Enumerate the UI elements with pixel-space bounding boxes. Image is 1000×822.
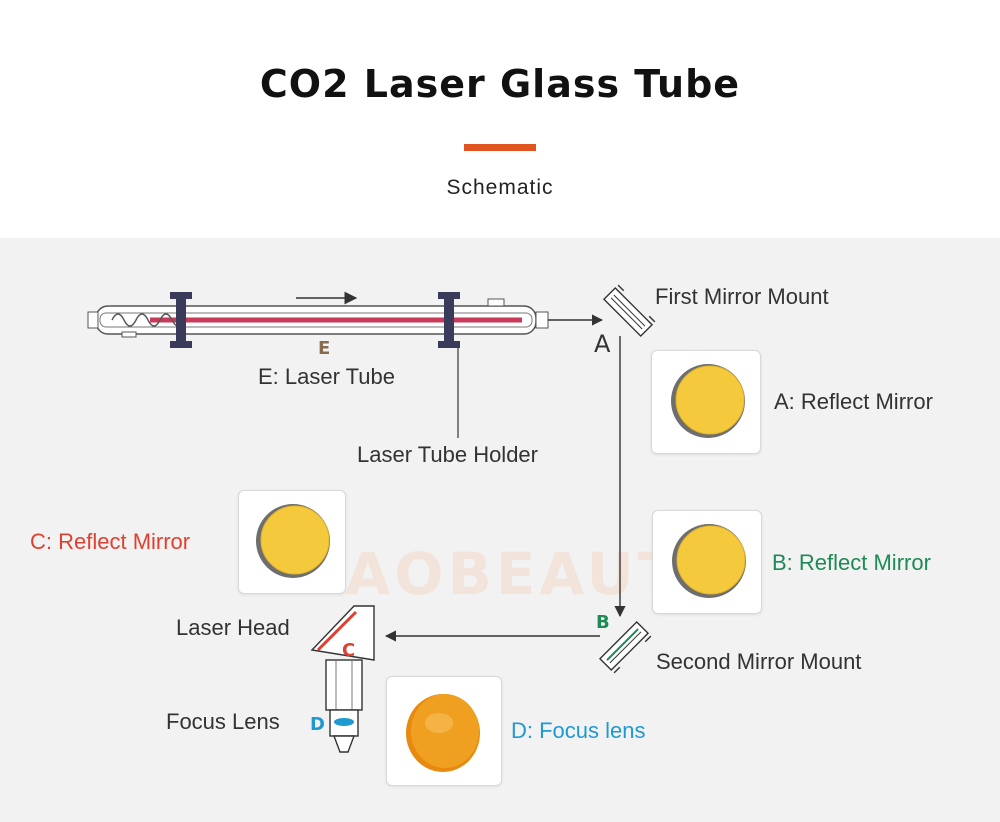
- laser-tube-holder: [170, 292, 460, 348]
- marker-b: B: [596, 612, 610, 633]
- page-subtitle: Schematic: [446, 176, 554, 199]
- header: CO2 Laser Glass Tube Schematic: [0, 0, 1000, 238]
- page-title: CO2 Laser Glass Tube: [259, 62, 741, 106]
- e-laser-tube-label: E: Laser Tube: [258, 364, 395, 389]
- reflect-mirror-b-icon: [672, 524, 746, 598]
- mirror-b-card: [652, 510, 762, 614]
- focus-lens-card: [386, 676, 502, 786]
- d-focus-lens-label: D: Focus lens: [511, 718, 646, 743]
- reflect-mirror-a-icon: [671, 364, 745, 438]
- laser-tube-holder-label: Laser Tube Holder: [357, 442, 538, 467]
- b-reflect-mirror-label: B: Reflect Mirror: [772, 550, 931, 575]
- laser-tube: [87, 298, 549, 338]
- first-mirror-mount-label: First Mirror Mount: [655, 284, 829, 309]
- title-accent-bar: [464, 144, 536, 151]
- marker-a: A: [594, 330, 611, 358]
- a-reflect-mirror-label: A: Reflect Mirror: [774, 389, 933, 414]
- focus-lens-label: Focus Lens: [166, 709, 280, 734]
- laser-head-label: Laser Head: [176, 615, 290, 640]
- c-reflect-mirror-label: C: Reflect Mirror: [30, 529, 191, 554]
- second-mirror-mount: [598, 620, 652, 674]
- brand-watermark: HAOBEAUTY: [292, 540, 728, 608]
- first-mirror-mount: [602, 284, 656, 338]
- mirror-c-card: [238, 490, 346, 594]
- marker-d: D: [310, 714, 325, 735]
- marker-e: E: [318, 338, 330, 359]
- focus-lens-icon: [406, 694, 480, 772]
- reflect-mirror-c-icon: [256, 504, 330, 578]
- marker-c: C: [342, 640, 355, 661]
- mirror-a-card: [651, 350, 761, 454]
- second-mirror-mount-label: Second Mirror Mount: [656, 649, 862, 674]
- focus-lens-element: [334, 718, 354, 726]
